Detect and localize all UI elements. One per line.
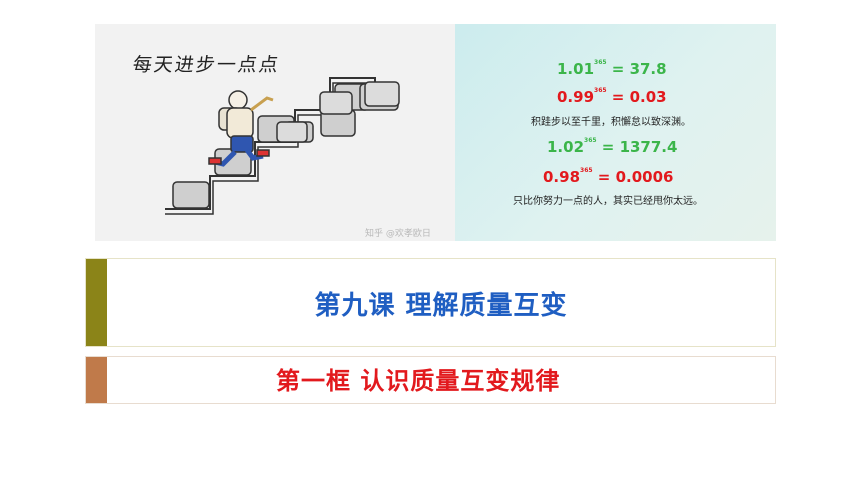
subtitle-accent-bar: [86, 357, 107, 403]
title-accent-bar: [86, 259, 107, 346]
equation-2: 0.99365 = 0.03: [557, 87, 667, 106]
equation-4: 0.98365 = 0.0006: [543, 167, 674, 186]
stair-climber-drawing: [165, 77, 400, 215]
compound-growth-panel: 1.01365 = 37.8 0.99365 = 0.03 积跬步以至千里，积懈…: [455, 24, 776, 241]
equation-1: 1.01365 = 37.8: [557, 59, 667, 78]
lesson-title: 第九课 理解质量互变: [314, 291, 568, 321]
lesson-subtitle-box: 第一框 认识质量互变规律: [85, 356, 776, 404]
stairs-illustration: 每天进步一点点: [95, 24, 455, 241]
proverb-2: 只比你努力一点的人，其实已经甩你太远。: [513, 196, 703, 207]
lesson-subtitle: 第一框 认识质量互变规律: [276, 367, 561, 395]
lesson-title-box: 第九课 理解质量互变: [85, 258, 776, 347]
equation-3: 1.02365 = 1377.4: [547, 137, 678, 156]
watermark-text: 知乎 @欢孝欧日: [365, 229, 431, 239]
banner-image: 每天进步一点点: [95, 24, 776, 241]
proverb-1: 积跬步以至千里，积懈怠以致深渊。: [531, 117, 691, 128]
